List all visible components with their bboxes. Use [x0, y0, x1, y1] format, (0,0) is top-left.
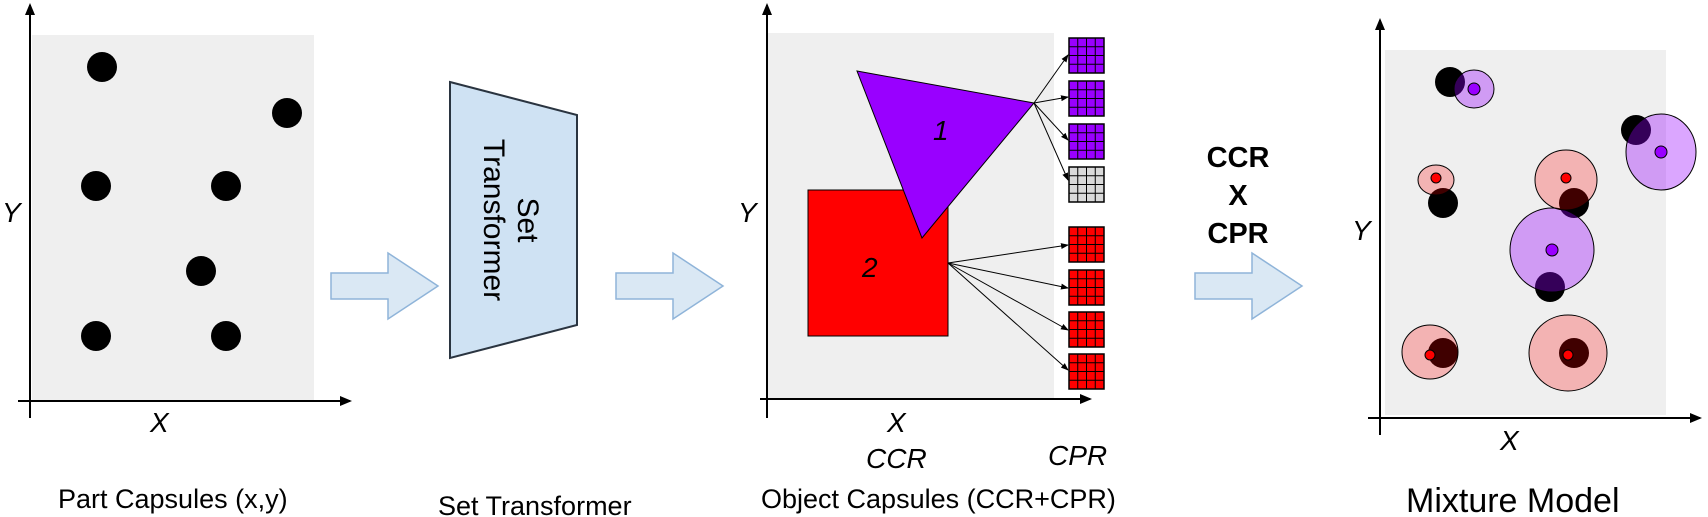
- cpr-pose-grid: [1068, 311, 1105, 348]
- object-capsules-panel: Y X 2 1 CCR CPR Object Capsules (CCR+CPR…: [738, 3, 1116, 514]
- ccr-label: CCR: [866, 443, 927, 474]
- triangle-pose-arrows: [1033, 54, 1069, 181]
- pose-arrow: [1033, 54, 1069, 104]
- set-transformer-block: [449, 80, 578, 360]
- y-axis-label: Y: [738, 197, 759, 228]
- x-axis-label: X: [1499, 425, 1520, 456]
- pose-arrow: [947, 262, 1069, 290]
- part-point: [1559, 338, 1589, 368]
- triangle-label: 1: [933, 115, 949, 146]
- set-transformer-label-line2: Transformer: [477, 139, 510, 301]
- part-points: [81, 52, 302, 351]
- object-capsules-caption: Object Capsules (CCR+CPR): [761, 484, 1116, 514]
- cpr-pose-grid: [1068, 353, 1105, 390]
- red-center: [1560, 172, 1572, 184]
- part-point: [1428, 338, 1458, 368]
- operator-cpr: CPR: [1207, 218, 1268, 250]
- part-point: [272, 98, 302, 128]
- cpr-pose-grid: [1068, 80, 1105, 117]
- part-point: [81, 171, 111, 201]
- purple-center: [1467, 82, 1481, 96]
- panel-background: [32, 35, 314, 400]
- cpr-grid-column: [1068, 37, 1105, 390]
- pose-arrow: [947, 262, 1069, 371]
- flow-arrow: [330, 251, 440, 321]
- pose-arrow: [1033, 102, 1069, 181]
- square-label: 2: [861, 252, 878, 283]
- y-axis-label: Y: [2, 197, 23, 228]
- part-point: [211, 321, 241, 351]
- purple-center: [1654, 145, 1668, 159]
- cpr-pose-grid: [1068, 226, 1105, 263]
- cpr-pose-grid: [1068, 123, 1105, 160]
- object-triangle: [856, 70, 1035, 239]
- red-center: [1424, 349, 1436, 361]
- set-transformer-caption: Set Transformer: [438, 491, 632, 517]
- cpr-label: CPR: [1048, 440, 1107, 471]
- x-axis-label: X: [886, 407, 907, 438]
- mixture-model-panel: Y X Mi: [1352, 18, 1702, 517]
- set-transformer-panel: Set Transformer Set Transformer: [438, 80, 632, 517]
- ccr-times-cpr-operator: CCR X CPR: [1207, 142, 1270, 250]
- square-pose-arrows: [947, 243, 1069, 371]
- pose-arrow: [947, 262, 1069, 331]
- pose-arrow: [947, 243, 1069, 264]
- x-axis-label: X: [149, 407, 170, 438]
- mixture-components: [1401, 69, 1697, 392]
- operator-ccr: CCR: [1207, 142, 1270, 174]
- part-point: [87, 52, 117, 82]
- flow-arrow: [615, 251, 725, 321]
- part-capsules-caption: Part Capsules (x,y): [58, 484, 288, 514]
- cpr-pose-grid: [1068, 37, 1105, 74]
- part-point: [1535, 272, 1565, 302]
- cpr-pose-grid: [1068, 166, 1105, 203]
- cpr-pose-grid: [1068, 269, 1105, 306]
- red-center: [1430, 172, 1442, 184]
- part-point: [1435, 67, 1465, 97]
- pose-arrow: [1033, 95, 1069, 104]
- part-capsules-panel: Y X Part Capsules (x,y): [2, 3, 352, 514]
- part-point: [81, 321, 111, 351]
- set-transformer-label-line1: Set: [511, 197, 544, 243]
- part-point: [211, 171, 241, 201]
- red-center: [1562, 349, 1574, 361]
- operator-x: X: [1228, 180, 1248, 212]
- mixture-model-caption: Mixture Model: [1406, 482, 1620, 517]
- part-point: [1428, 188, 1458, 218]
- y-axis-label: Y: [1352, 215, 1373, 246]
- purple-center: [1545, 243, 1559, 257]
- pose-arrow: [1033, 102, 1069, 141]
- flow-arrow: [1194, 251, 1304, 321]
- part-point: [186, 256, 216, 286]
